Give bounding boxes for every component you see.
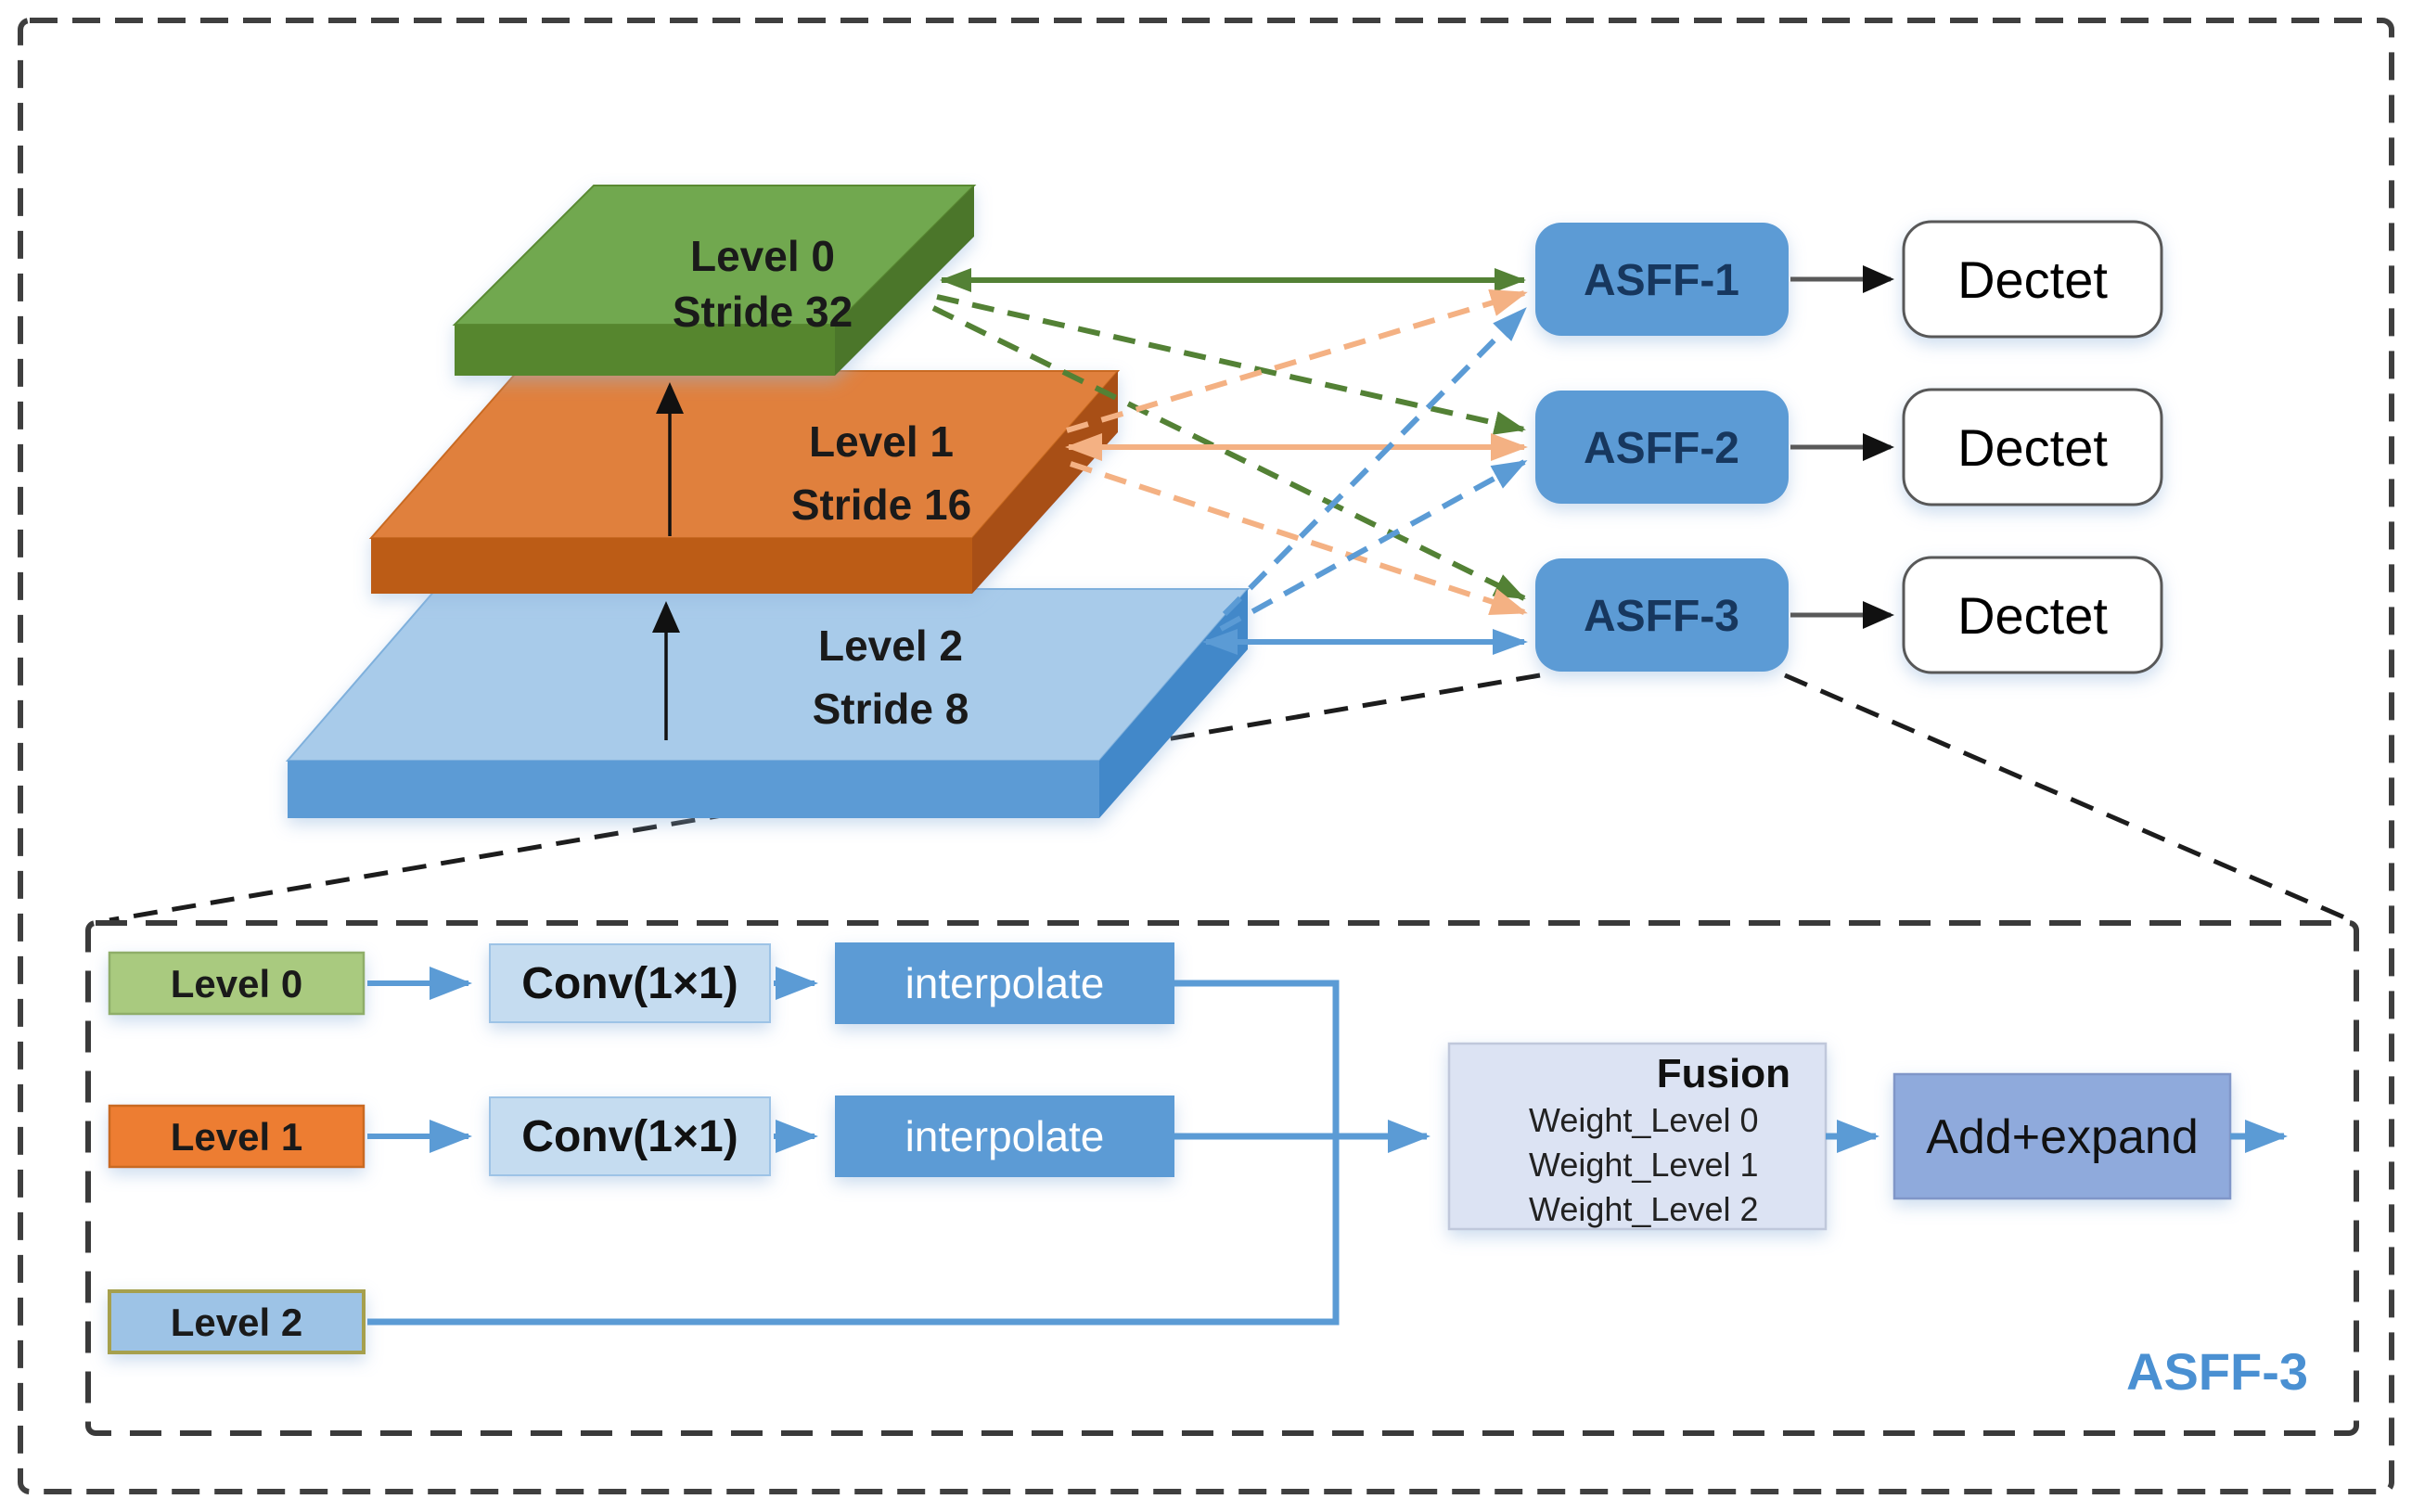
fusion-box xyxy=(1447,1042,1828,1231)
level-0-label: Level 0 xyxy=(690,232,835,280)
level-1-front-face xyxy=(371,538,972,594)
panel-level-2-box xyxy=(108,1289,366,1354)
level-0-stride: Stride 32 xyxy=(673,288,853,336)
panel-corner-label: ASFF-3 xyxy=(2126,1342,2308,1401)
level-2-slab xyxy=(285,588,1251,818)
level-1-stride: Stride 16 xyxy=(791,481,971,529)
panel-level-0-label: Level 0 xyxy=(171,962,302,1006)
panel-level-0-box xyxy=(108,951,366,1016)
asff-2-label: ASFF-2 xyxy=(1584,424,1739,473)
asff-2-box xyxy=(1535,391,1789,504)
level-1-label: Level 1 xyxy=(809,417,954,466)
panel-level-1-label: Level 1 xyxy=(171,1115,302,1159)
interpolate-1-label: interpolate xyxy=(905,1112,1105,1160)
collector-line xyxy=(367,980,1340,1326)
add-expand-box xyxy=(1892,1072,2232,1200)
panel-level-1-box xyxy=(108,1104,366,1169)
add-expand-label: Add+expand xyxy=(1926,1110,2199,1164)
level-0-front-face xyxy=(455,325,835,376)
interpolate-1-box xyxy=(835,1096,1174,1177)
fusion-weight-level1: Weight_Level 1 xyxy=(1529,1146,1759,1184)
dectet-3-box xyxy=(1902,556,2163,674)
interpolate-0-label: interpolate xyxy=(905,959,1105,1007)
fusion-weight-level0: Weight_Level 0 xyxy=(1529,1101,1759,1139)
level-2-label: Level 2 xyxy=(818,621,963,670)
level-1-slab xyxy=(368,370,1121,594)
line-level1-to-asff1-dashed xyxy=(1066,288,1528,433)
fusion-title: Fusion xyxy=(1657,1051,1790,1096)
line-level0-to-asff2-dashed xyxy=(936,294,1526,435)
asff-1-label: ASFF-1 xyxy=(1584,256,1739,305)
level-2-stride: Stride 8 xyxy=(813,685,969,733)
conv-0-label: Conv(1×1) xyxy=(521,959,738,1008)
conv-0-box xyxy=(489,943,771,1023)
line-level2-to-asff2-dashed xyxy=(1219,459,1528,632)
connector-asff3-to-panel-left xyxy=(109,673,1541,923)
level-2-top-face xyxy=(285,588,1251,762)
interpolate-0-box xyxy=(835,942,1174,1024)
line-level2-to-asff1-dashed xyxy=(1222,307,1527,617)
dectet-3-label: Dectet xyxy=(1957,586,2108,645)
fusion-weight-level2: Weight_Level 2 xyxy=(1529,1190,1759,1228)
dectet-2-label: Dectet xyxy=(1957,418,2108,477)
asff-3-box xyxy=(1535,558,1789,672)
dectet-1-box xyxy=(1902,220,2163,339)
level-2-front-face xyxy=(288,761,1099,818)
panel-level-2-label: Level 2 xyxy=(171,1301,302,1344)
conv-1-label: Conv(1×1) xyxy=(521,1112,738,1161)
outer-dashed-border xyxy=(18,18,2394,1494)
asff-1-box xyxy=(1535,223,1789,336)
asff-3-label: ASFF-3 xyxy=(1584,592,1739,641)
connector-asff3-to-panel-right xyxy=(1784,673,2352,923)
level-0-side-face xyxy=(835,186,974,376)
line-level1-to-asff3-dashed xyxy=(1070,461,1528,616)
dectet-1-label: Dectet xyxy=(1957,250,2108,309)
dectet-2-box xyxy=(1902,388,2163,506)
level-0-slab xyxy=(452,185,977,376)
conv-1-box xyxy=(489,1096,771,1176)
